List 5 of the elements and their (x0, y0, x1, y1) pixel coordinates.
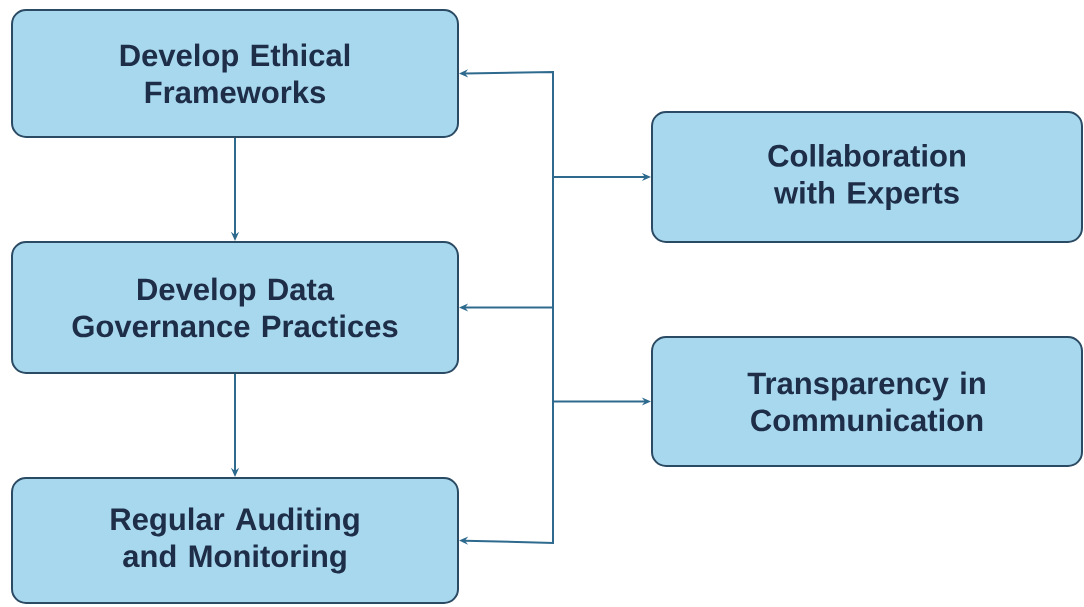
process-box: Develop Data Governance Practices (11, 241, 459, 374)
process-box: Develop Ethical Frameworks (11, 9, 459, 138)
process-box: Collaboration with Experts (651, 111, 1083, 243)
process-box: Transparency in Communication (651, 336, 1083, 467)
process-box: Regular Auditing and Monitoring (11, 477, 459, 604)
